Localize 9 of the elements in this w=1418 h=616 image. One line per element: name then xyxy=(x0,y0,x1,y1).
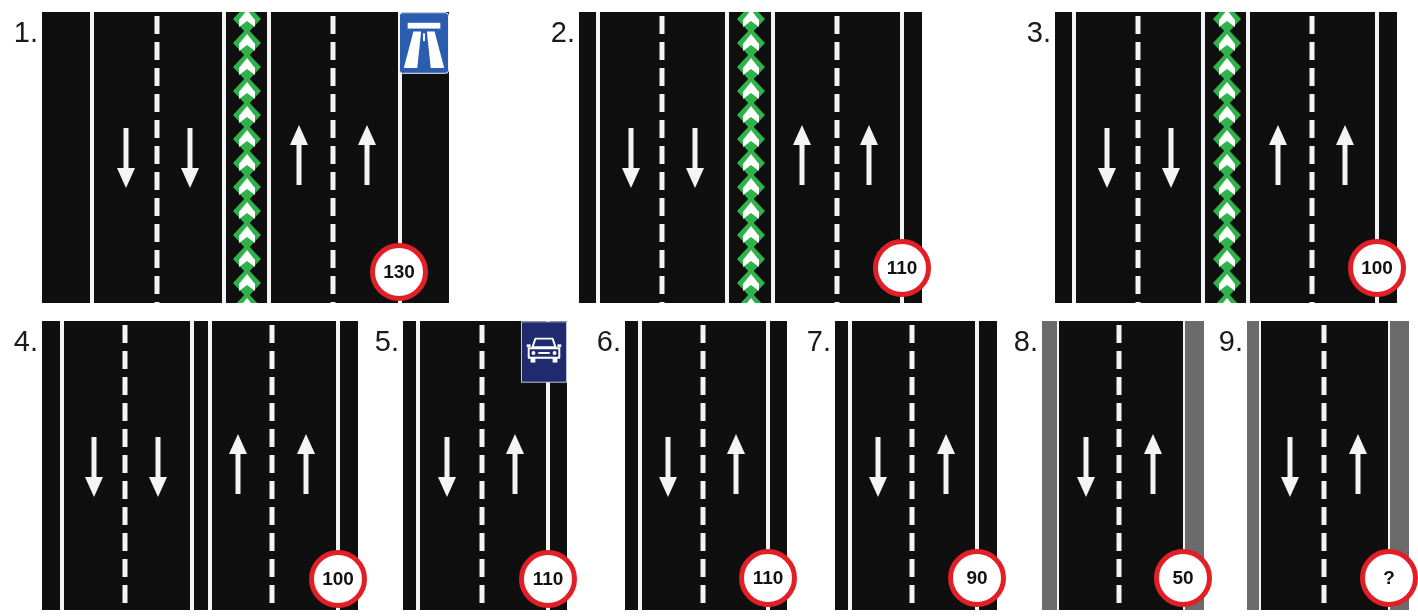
panel-number: 4. xyxy=(13,327,38,356)
panel-number: 8. xyxy=(1013,327,1038,356)
panel-number: 1. xyxy=(13,18,38,47)
panel-number: 3. xyxy=(1026,18,1051,47)
panel-number: 2. xyxy=(550,18,575,47)
panel-number: 7. xyxy=(806,327,831,356)
panel-number: 5. xyxy=(374,327,399,356)
panel-number: 9. xyxy=(1218,327,1243,356)
panel-number: 6. xyxy=(596,327,621,356)
